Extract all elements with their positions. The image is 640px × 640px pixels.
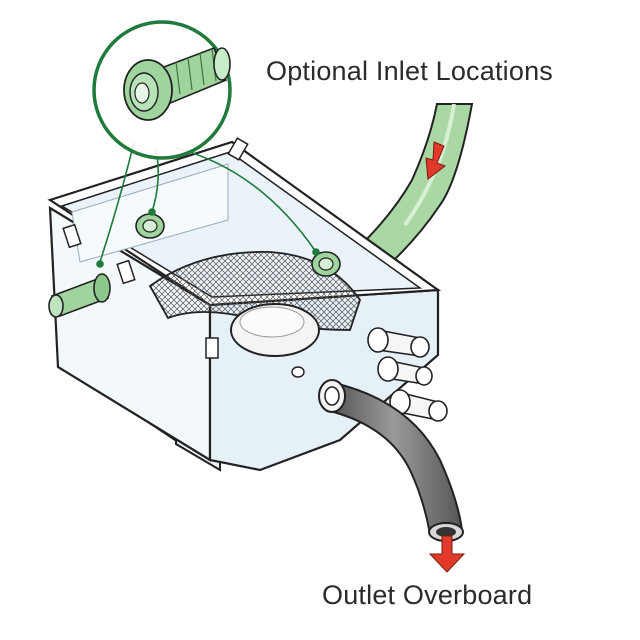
inlet-hose bbox=[364, 103, 474, 264]
outlet-hose bbox=[318, 379, 464, 542]
pump-motor bbox=[230, 303, 320, 357]
callout-leader-lines bbox=[96, 141, 320, 268]
strainer-basket bbox=[148, 251, 361, 331]
outlet-overboard-label: Outlet Overboard bbox=[322, 580, 533, 610]
outlet-flow-arrow bbox=[428, 535, 466, 573]
grommet-inlet-right bbox=[311, 251, 341, 277]
inlet-flow-arrow bbox=[425, 141, 447, 180]
inlet-fitting-callout bbox=[92, 20, 232, 160]
side-inlet-fitting bbox=[48, 273, 111, 318]
outlet-ports bbox=[291, 327, 448, 422]
optional-inlet-locations-label: Optional Inlet Locations bbox=[266, 56, 553, 86]
grommet-inlet-left bbox=[135, 213, 165, 239]
